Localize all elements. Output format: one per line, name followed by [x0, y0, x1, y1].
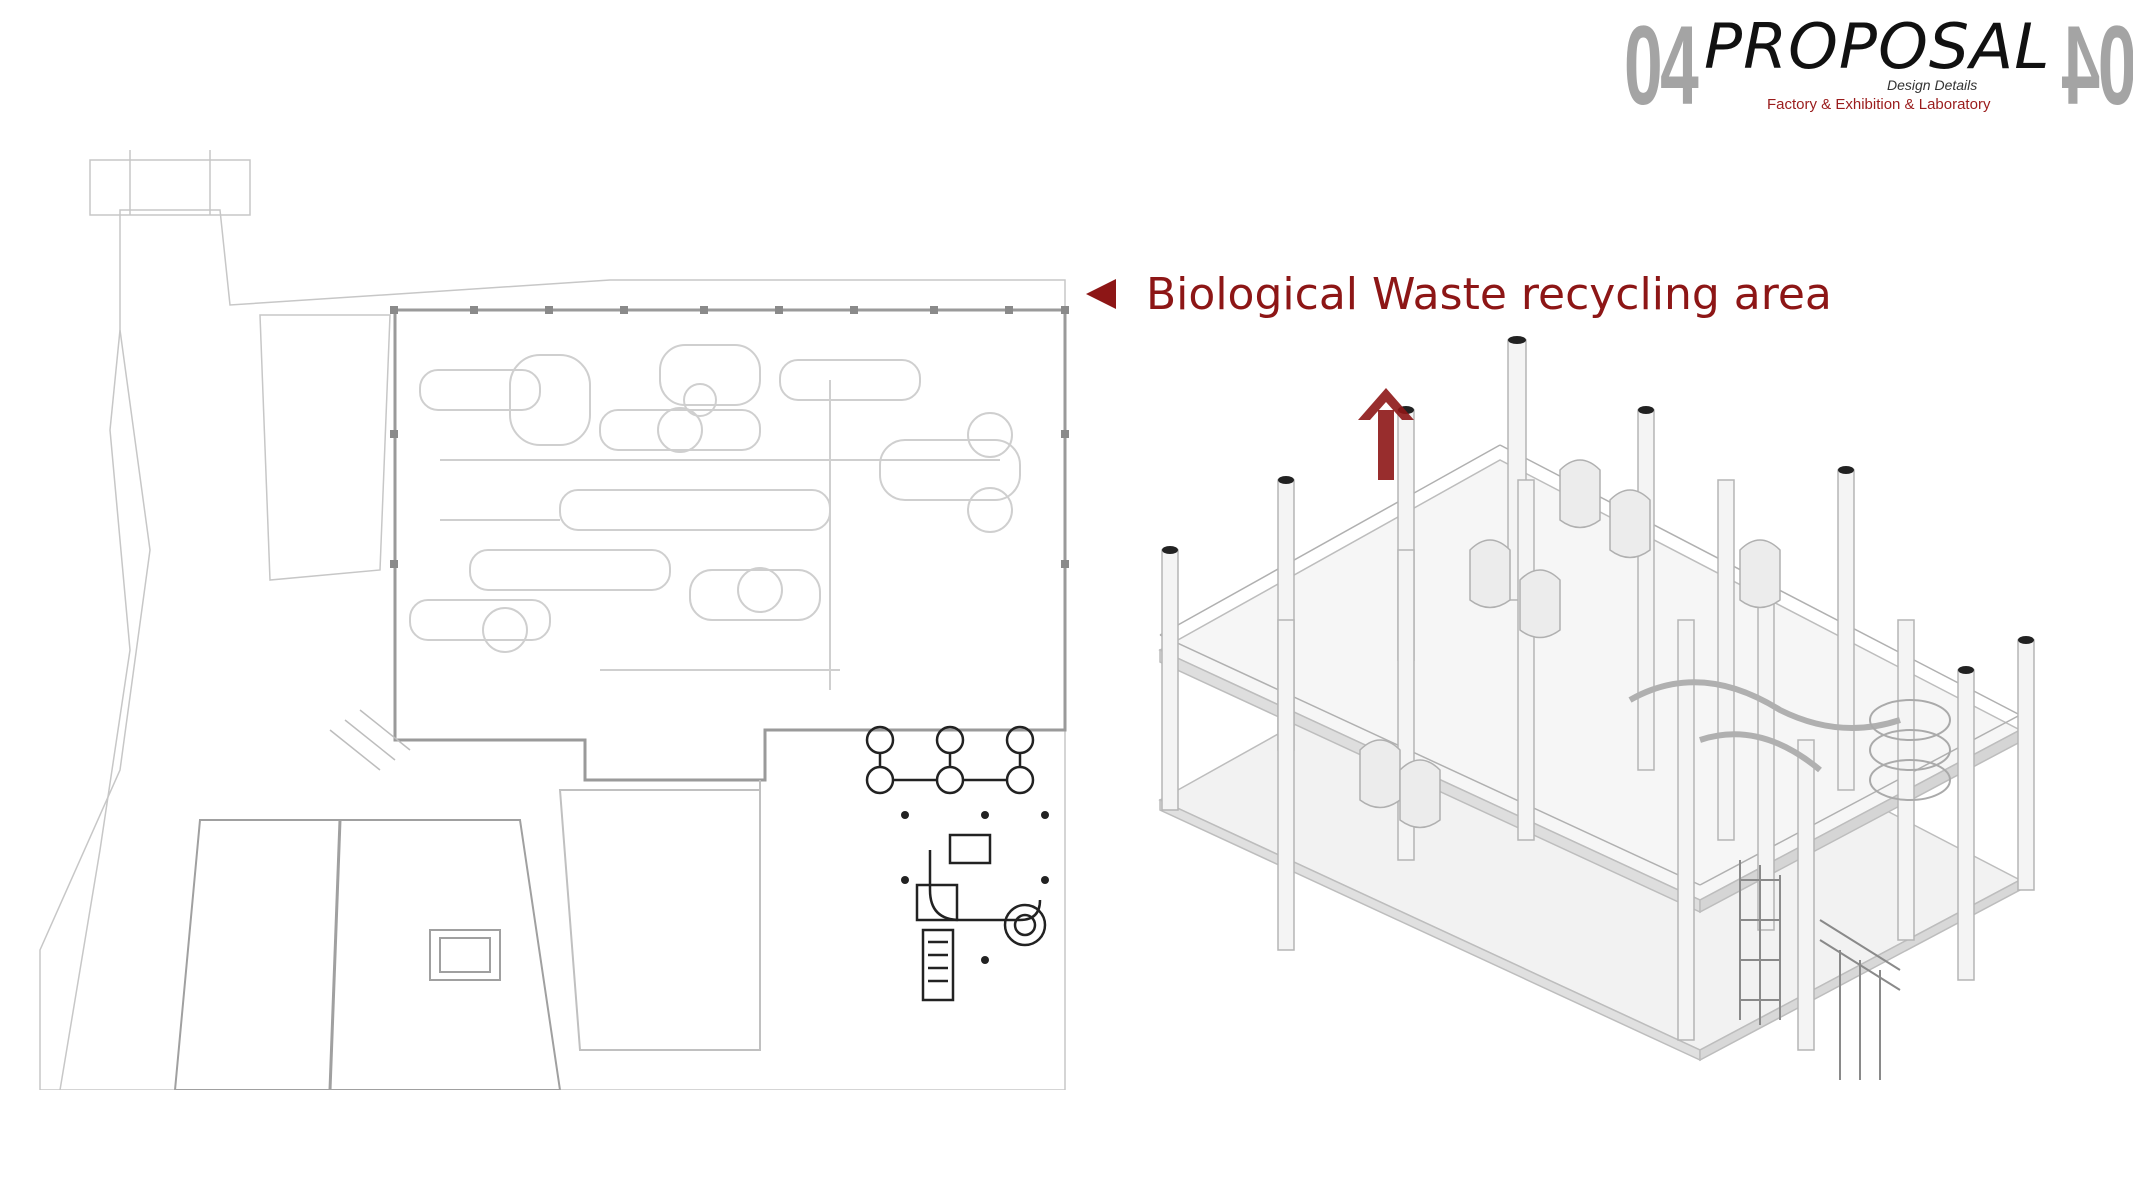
page-title: PROPOSAL — [1704, 10, 2051, 83]
axonometric-model — [1158, 336, 2035, 1080]
section-heading: Biological Waste recycling area — [1086, 264, 1832, 324]
floor-plan-drawing — [39, 150, 1069, 1090]
section-number-left: 04 — [1624, 3, 1699, 128]
section-heading-text: Biological Waste recycling area — [1146, 268, 1832, 320]
header-block: 04 PROPOSAL Design Details Factory & Exh… — [1612, 3, 2133, 128]
section-number-right: 04 — [2064, 3, 2133, 128]
up-arrow-icon — [1358, 388, 1414, 480]
left-triangle-icon — [1086, 279, 1116, 309]
page-caption: Factory & Exhibition & Laboratory — [1767, 96, 1991, 113]
page-subtitle: Design Details — [1887, 77, 1978, 93]
